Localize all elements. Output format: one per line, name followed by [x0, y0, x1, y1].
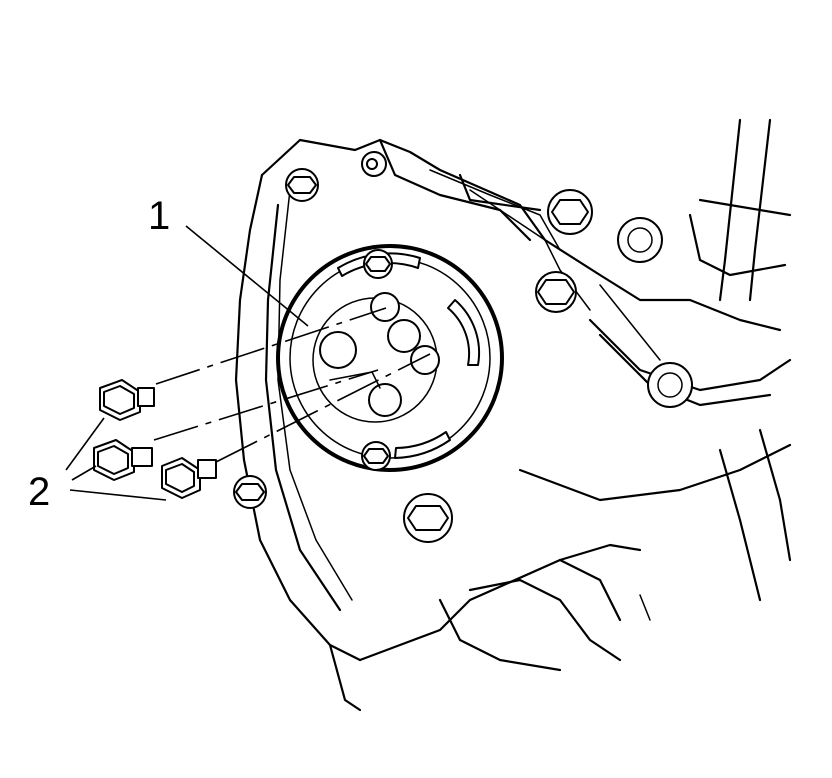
- dowel-pin-top: [366, 158, 378, 170]
- install-line-middle: [153, 369, 379, 441]
- callout-label-1: 1: [148, 194, 171, 238]
- leader-line-2b: [71, 465, 97, 481]
- sprocket-bolt-upper: [99, 379, 155, 421]
- engine-front-cover: [234, 118, 792, 712]
- tensioner-bolt: [535, 271, 577, 313]
- cover-bolt-bottom: [403, 493, 453, 543]
- leader-line-2a: [65, 417, 105, 471]
- callout-label-2: 2: [28, 470, 51, 514]
- cover-bolt-bottom-left: [233, 475, 267, 509]
- install-line-lower: [215, 353, 431, 463]
- cover-bolt-top-left: [285, 168, 319, 202]
- install-line-upper: [155, 307, 387, 385]
- camshaft-sprocket: [276, 244, 504, 472]
- leader-line-1: [185, 225, 309, 327]
- sprocket-bolt-middle: [93, 439, 153, 481]
- cover-bolt-top-right: [547, 189, 593, 235]
- boss-right-upper: [617, 217, 663, 263]
- sprocket-bolt-lower: [161, 457, 217, 499]
- leader-line-2c: [69, 489, 167, 501]
- boss-right-lower: [647, 362, 693, 408]
